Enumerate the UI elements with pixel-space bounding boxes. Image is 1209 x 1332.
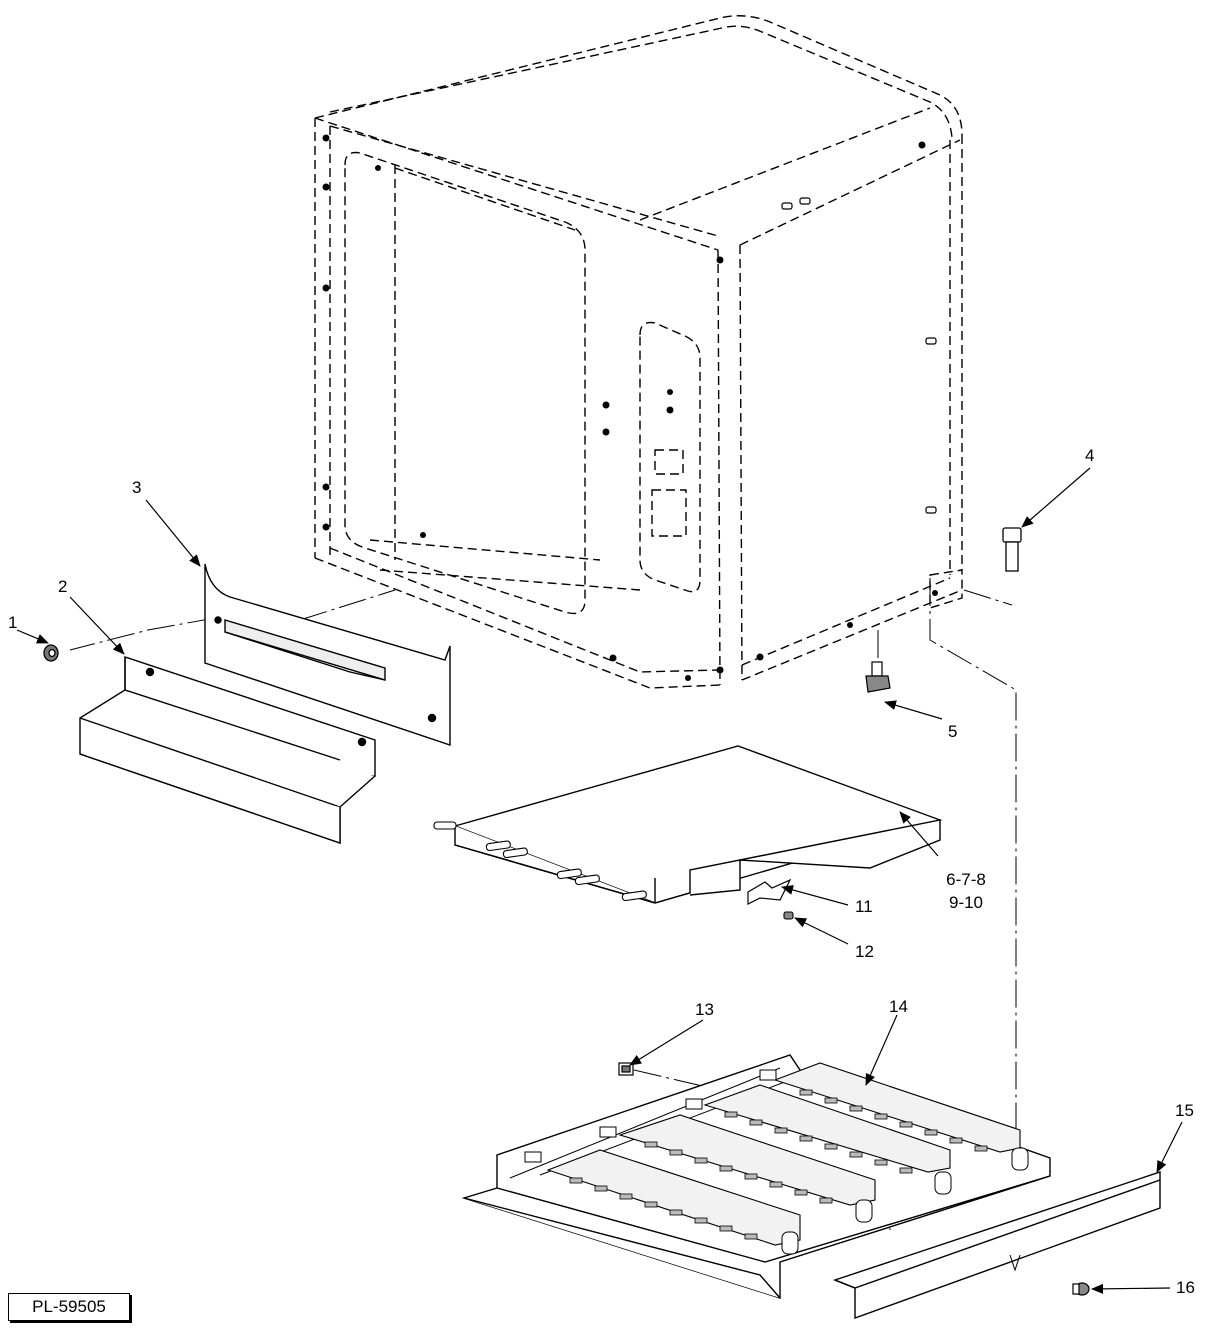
cabinet-phantom [314,15,963,689]
callout-15: 15 [1175,1101,1194,1120]
part-2-bracket [79,656,376,844]
part-14-rack [461,1054,1051,1299]
part-16-screw [1072,1282,1090,1296]
callout-16: 16 [1176,1278,1195,1297]
part-3-panel [204,563,451,746]
callout-2: 2 [58,577,68,596]
part-15-trim [832,1171,1161,1319]
part-12-screw [783,911,794,920]
part-13-clip-nut [618,1062,634,1076]
part-6-10-plate [433,745,943,904]
callout-1: 1 [8,613,18,632]
callout-5: 5 [948,722,958,741]
part-1-nut [43,644,59,662]
callout-13: 13 [695,1000,714,1019]
callout-11: 11 [855,897,873,916]
callout-9-10: 9-10 [948,893,984,912]
callout-3: 3 [132,478,142,497]
part-4-bolt [1002,527,1022,572]
part-11-clip [747,878,792,905]
leader-lines [16,467,1183,1294]
drawing-id-label: PL-59505 [8,1293,130,1321]
callout-12: 12 [855,942,874,961]
part-5-fitting [865,661,891,693]
callout-6-7-8: 6-7-8 [946,870,986,889]
callout-14: 14 [889,997,908,1016]
callout-4: 4 [1085,446,1095,465]
